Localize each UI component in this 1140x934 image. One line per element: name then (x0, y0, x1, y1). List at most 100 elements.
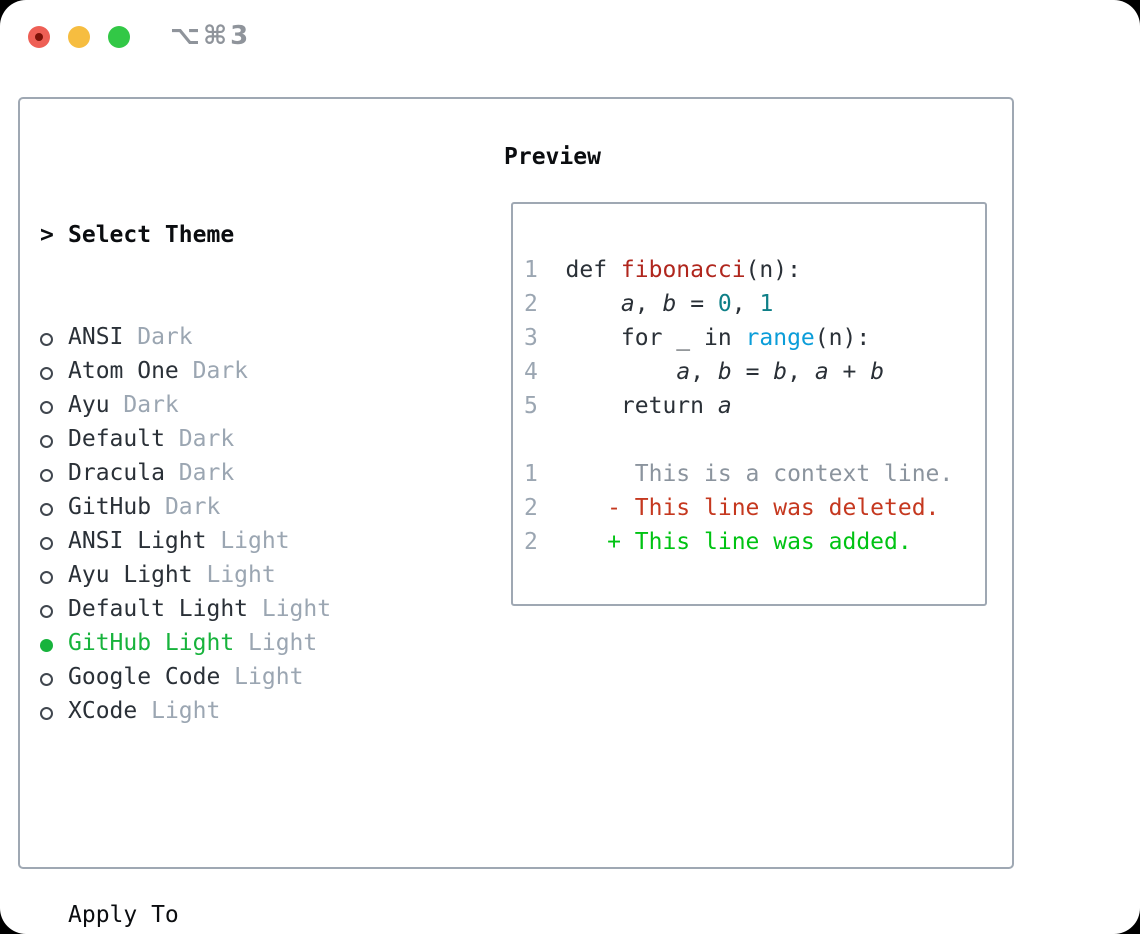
code-token-fg: , (731, 291, 760, 317)
theme-option[interactable]: GitHub Light Light (40, 626, 428, 660)
code-line: 1 This is a context line. (524, 457, 953, 491)
theme-option[interactable]: Atom One Dark (40, 354, 428, 388)
theme-variant-label: Dark (151, 494, 221, 520)
line-number: 1 (524, 257, 538, 283)
theme-variant-label: Light (206, 528, 290, 554)
select-theme-header: > Select Theme (40, 218, 428, 252)
theme-option[interactable]: Default Light Light (40, 592, 428, 626)
code-token-fg: (n): (745, 257, 801, 283)
bullet-column (40, 660, 68, 694)
line-number: 3 (524, 325, 538, 351)
radio-unselected-icon (40, 469, 53, 482)
code-line: 4 a, b = b, a + b (524, 355, 953, 389)
code-token-fg: return (565, 393, 718, 419)
prompt-icon: > (40, 222, 54, 248)
code-token-func: fibonacci (620, 257, 746, 283)
code-token-fg: (n): (814, 325, 871, 351)
line-number: 5 (524, 393, 538, 419)
bullet-column (40, 354, 68, 388)
code-line: 2 a, b = 0, 1 (524, 287, 953, 321)
code-token-var: a (814, 359, 829, 385)
option-label: Default Light (68, 596, 249, 622)
line-number: 2 (524, 495, 538, 521)
radio-unselected-icon (40, 571, 53, 584)
code-token-var: b (773, 359, 788, 385)
minimize-button[interactable] (68, 26, 90, 48)
theme-option[interactable]: Ayu Dark (40, 388, 428, 422)
window-shortcut-label: ⌥⌘3 (170, 21, 252, 51)
bullet-column (40, 456, 68, 490)
code-token-var: b (717, 359, 732, 385)
theme-option[interactable]: XCode Light (40, 694, 428, 728)
code-line: 5 return a (524, 389, 953, 423)
code-token-fg (566, 359, 677, 385)
radio-unselected-icon (40, 605, 53, 618)
code-token-builtin: range (745, 325, 815, 351)
theme-variant-label: Light (137, 698, 221, 724)
close-dot-icon (35, 33, 43, 41)
code-token-fg: = (676, 291, 718, 317)
option-label: Dracula (68, 460, 165, 486)
select-theme-title: Select Theme (68, 222, 235, 248)
theme-variant-label: Dark (123, 324, 193, 350)
option-label: GitHub (68, 494, 152, 520)
code-line (524, 423, 953, 457)
option-label: Ayu Light (68, 562, 193, 588)
theme-option[interactable]: Ayu Light Light (40, 558, 428, 592)
code-token-fg: , (787, 359, 815, 385)
code-token-fg: def (565, 257, 621, 283)
bullet-column (40, 558, 68, 592)
line-number: 1 (524, 461, 538, 487)
theme-variant-label: Light (234, 630, 318, 656)
spacer (40, 796, 428, 830)
code-token-fg: + (828, 359, 871, 385)
theme-option[interactable]: GitHub Dark (40, 490, 428, 524)
theme-variant-label: Light (248, 596, 332, 622)
option-label: Default (68, 426, 165, 452)
radio-unselected-icon (40, 333, 53, 346)
code-token-add: + This line was added. (565, 529, 912, 555)
option-label: Ayu (68, 392, 110, 418)
bullet-column (40, 490, 68, 524)
close-button[interactable] (28, 26, 50, 48)
code-token-var: a (676, 359, 691, 385)
bullet-column (40, 524, 68, 558)
code-token-fg: , (634, 291, 663, 317)
code-token-var: b (870, 359, 885, 385)
theme-option[interactable]: Google Code Light (40, 660, 428, 694)
code-token-var: b (662, 291, 677, 317)
bullet-column (40, 388, 68, 422)
theme-variant-label: Dark (164, 426, 235, 452)
code-token-var: a (620, 291, 635, 317)
code-token-fg: = (731, 359, 774, 385)
code-token-fg: , (690, 359, 718, 385)
bullet-column (40, 592, 68, 626)
theme-variant-label: Dark (164, 460, 235, 486)
code-line: 1 def fibonacci(n): (524, 253, 953, 287)
radio-unselected-icon (40, 537, 53, 550)
code-line: 3 for _ in range(n): (524, 321, 953, 355)
option-label: XCode (68, 698, 138, 724)
radio-unselected-icon (40, 503, 53, 516)
option-label: Google Code (68, 664, 221, 690)
theme-variant-label: Dark (109, 392, 179, 418)
theme-variant-label: Dark (178, 358, 249, 384)
code-token-num: 1 (759, 291, 774, 317)
theme-option[interactable]: ANSI Dark (40, 320, 428, 354)
theme-option[interactable]: Default Dark (40, 422, 428, 456)
apply-to-header: Apply To (40, 898, 428, 932)
code-line: 2 + This line was added. (524, 525, 953, 559)
theme-variant-label: Light (192, 562, 276, 588)
bullet-column (40, 626, 68, 660)
preview-title: Preview (504, 144, 601, 170)
theme-option[interactable]: ANSI Light Light (40, 524, 428, 558)
theme-option[interactable]: Dracula Dark (40, 456, 428, 490)
zoom-button[interactable] (108, 26, 130, 48)
apply-to-title: Apply To (68, 902, 179, 928)
bullet-column (40, 694, 68, 728)
radio-unselected-icon (40, 435, 53, 448)
radio-selected-icon (40, 639, 53, 652)
code-line: 2 - This line was deleted. (524, 491, 953, 525)
theme-variant-label: Light (220, 664, 304, 690)
